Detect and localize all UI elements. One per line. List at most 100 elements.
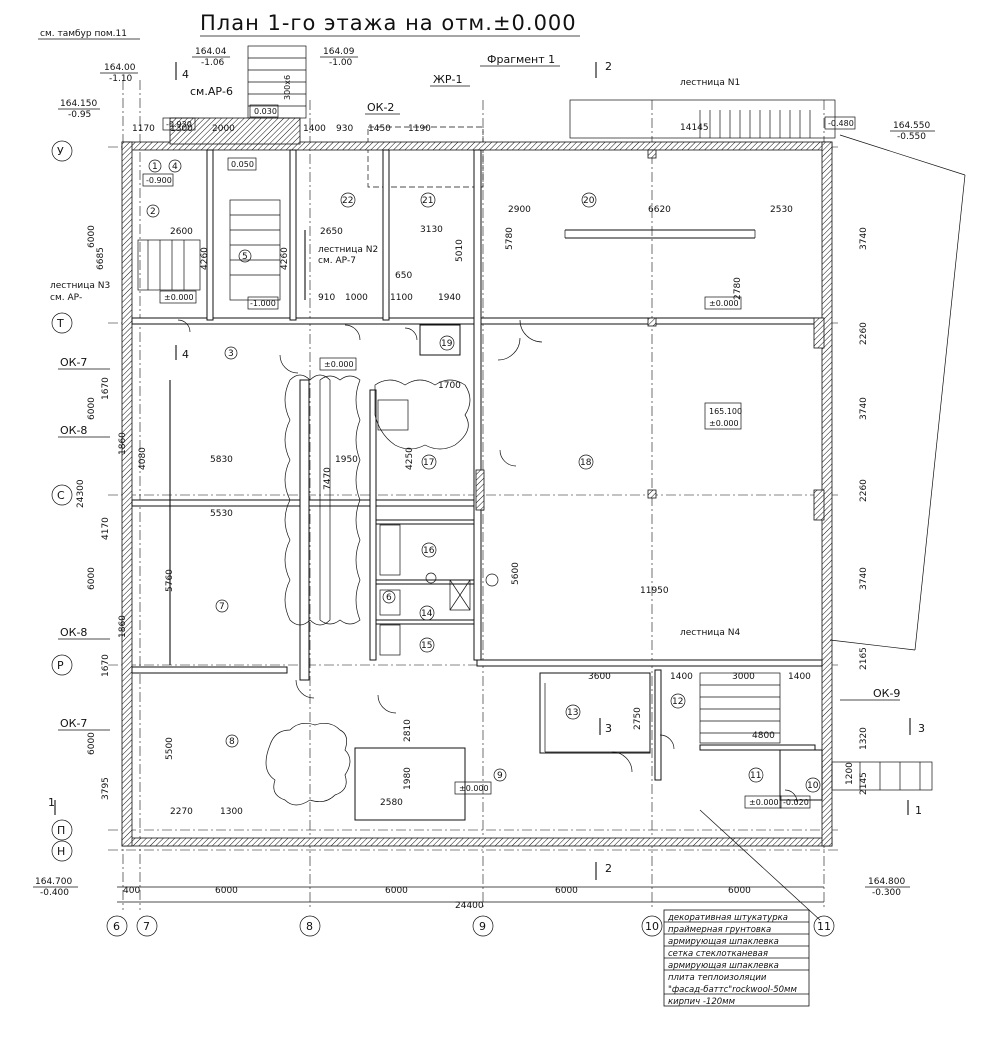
svg-text:±0.000: ±0.000 (324, 360, 354, 369)
partition-lines (169, 229, 756, 753)
svg-text:3: 3 (228, 349, 234, 359)
svg-text:19: 19 (441, 339, 453, 349)
svg-text:см. тамбур пом.11: см. тамбур пом.11 (40, 29, 127, 39)
svg-text:5600: 5600 (511, 562, 521, 585)
svg-text:3000: 3000 (732, 672, 755, 682)
svg-text:3: 3 (605, 722, 612, 735)
svg-text:-0.95: -0.95 (68, 110, 91, 120)
svg-text:22: 22 (342, 196, 353, 206)
svg-text:164.09: 164.09 (323, 47, 355, 57)
sanitary-partitions (377, 399, 499, 656)
wall-layers-legend: декоративная штукатурка праймерная грунт… (663, 909, 810, 1007)
svg-text:-1.10: -1.10 (109, 74, 133, 84)
leader-lines (699, 134, 966, 921)
svg-text:см.АР-6: см.АР-6 (190, 85, 233, 98)
svg-text:20: 20 (583, 196, 595, 206)
svg-text:4: 4 (182, 348, 189, 361)
svg-text:ОК-2: ОК-2 (367, 101, 394, 114)
svg-text:-0.900: -0.900 (146, 176, 172, 185)
axis-bubbles-left: У Т С Р П Н (51, 140, 73, 862)
stair-n2-label: лестница N2 (318, 245, 378, 255)
svg-text:2145: 2145 (859, 772, 869, 795)
svg-text:1300: 1300 (170, 124, 193, 134)
svg-text:армирующая шпаклевка: армирующая шпаклевка (668, 937, 779, 947)
svg-text:-0.480: -0.480 (828, 119, 854, 128)
svg-text:см. АР-: см. АР- (50, 293, 82, 303)
room-bubbles: 1 2 3 4 5 6 7 8 9 10 11 12 13 14 15 16 1… (146, 159, 821, 793)
svg-text:1300: 1300 (220, 807, 243, 817)
svg-text:5830: 5830 (210, 455, 233, 465)
svg-text:2260: 2260 (859, 479, 869, 502)
svg-text:-0.550: -0.550 (897, 132, 926, 142)
svg-text:5780: 5780 (505, 227, 515, 250)
svg-text:7470: 7470 (323, 467, 333, 490)
svg-text:11950: 11950 (640, 586, 669, 596)
svg-text:У: У (57, 145, 64, 158)
svg-text:ОК-8: ОК-8 (60, 626, 87, 639)
svg-text:1450: 1450 (368, 124, 391, 134)
svg-text:12: 12 (672, 697, 683, 707)
svg-text:4800: 4800 (752, 731, 775, 741)
svg-text:2165: 2165 (859, 647, 869, 670)
svg-text:164.700: 164.700 (35, 877, 72, 887)
svg-text:2580: 2580 (380, 798, 403, 808)
stair-top-entrance: 300x6 (247, 45, 307, 119)
svg-text:11: 11 (750, 771, 761, 781)
svg-text:165.100: 165.100 (709, 407, 742, 416)
svg-text:21: 21 (422, 196, 433, 206)
svg-text:2: 2 (605, 862, 612, 875)
plan-title: План 1-го этажа на отм.±0.000 (200, 11, 577, 35)
svg-text:2810: 2810 (403, 719, 413, 742)
door-swings (177, 319, 798, 803)
svg-text:8: 8 (306, 920, 313, 933)
stair-n2: лестница N2 см. АР-7 (229, 199, 378, 301)
columns (475, 149, 825, 521)
svg-text:6685: 6685 (96, 247, 106, 270)
svg-text:6000: 6000 (385, 886, 408, 896)
callouts: см. тамбур пом.11 см.АР-6 ЖР-1 ОК-2 ОК-7… (38, 29, 900, 731)
svg-text:17: 17 (423, 458, 434, 468)
svg-text:18: 18 (580, 458, 592, 468)
svg-text:910: 910 (318, 293, 335, 303)
svg-text:9: 9 (479, 920, 486, 933)
svg-text:0.050: 0.050 (231, 160, 254, 169)
svg-text:0.030: 0.030 (254, 107, 277, 116)
absolute-levels: 164.04 -1.06 164.09 -1.00 164.00 -1.10 1… (33, 47, 935, 898)
svg-text:ОК-8: ОК-8 (60, 424, 87, 437)
svg-text:4: 4 (182, 68, 189, 81)
svg-text:164.04: 164.04 (195, 47, 227, 57)
level-marks: -0.930 0.030 0.050 -0.900 -1.000 ±0.000 … (142, 104, 856, 809)
svg-text:6000: 6000 (555, 886, 578, 896)
svg-text:14: 14 (421, 609, 433, 619)
svg-text:1320: 1320 (859, 727, 869, 750)
svg-text:1670: 1670 (101, 377, 111, 400)
svg-text:4: 4 (172, 162, 178, 172)
svg-text:-1.06: -1.06 (201, 58, 225, 68)
svg-text:1: 1 (152, 162, 158, 172)
svg-text:3740: 3740 (859, 397, 869, 420)
svg-text:6: 6 (113, 920, 120, 933)
svg-text:1670: 1670 (101, 654, 111, 677)
svg-text:5500: 5500 (165, 737, 175, 760)
svg-text:2900: 2900 (508, 205, 531, 215)
section-marks: 2 2 1 1 3 3 4 4 (48, 60, 925, 880)
stair-n4-label: лестница N4 (680, 628, 740, 638)
svg-text:3740: 3740 (859, 567, 869, 590)
svg-text:Т: Т (56, 317, 64, 330)
svg-text:см. АР-7: см. АР-7 (318, 256, 356, 266)
svg-text:3600: 3600 (588, 672, 611, 682)
svg-text:5530: 5530 (210, 509, 233, 519)
svg-text:10: 10 (645, 920, 659, 933)
svg-text:6000: 6000 (87, 225, 97, 248)
svg-text:1200: 1200 (845, 762, 855, 785)
stair-n3-label: лестница N3 (50, 281, 110, 291)
svg-text:±0.000: ±0.000 (709, 419, 739, 428)
svg-text:3: 3 (918, 722, 925, 735)
revision-clouds (265, 374, 471, 806)
svg-text:1400: 1400 (788, 672, 811, 682)
svg-text:П: П (57, 824, 65, 837)
axis-bubbles-bottom: 6 7 8 9 10 11 (106, 915, 835, 937)
svg-text:±0.000: ±0.000 (164, 293, 194, 302)
dimension-labels: 24400 6000 6000 6000 6000 400 11950 1414… (76, 123, 869, 911)
